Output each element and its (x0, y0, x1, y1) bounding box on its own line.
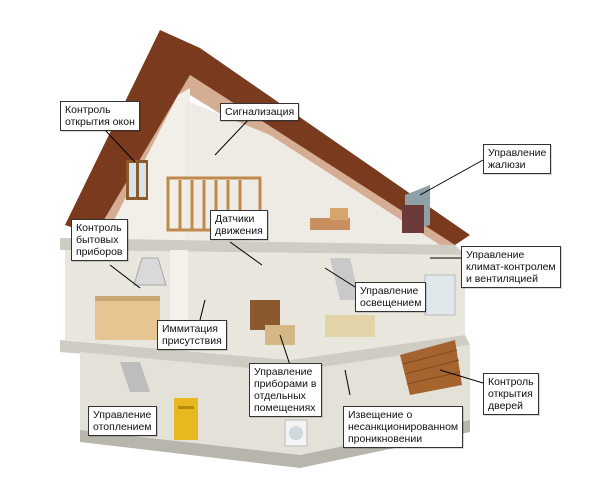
basement-stairs (120, 362, 150, 392)
leader-motion (229, 241, 263, 266)
label-lighting: Управление освещением (355, 282, 427, 312)
label-doors: Контроль открытия дверей (483, 373, 539, 415)
leader-blinds (419, 159, 484, 196)
kitchen-counter (95, 300, 160, 340)
label-alarm: Сигнализация (220, 103, 300, 121)
label-blinds: Управление жалюзи (483, 144, 552, 174)
leader-presence (199, 299, 206, 321)
leader-doors (439, 369, 484, 384)
leader-appliances (109, 264, 141, 289)
leader-window-control (104, 129, 136, 163)
label-window-control: Контроль открытия окон (60, 101, 140, 131)
label-appliances: Контроль бытовых приборов (71, 219, 128, 261)
roof (65, 30, 470, 245)
staircase (330, 258, 360, 300)
upper-floor-slab (60, 238, 465, 255)
attic-space (185, 100, 440, 245)
boiler (174, 398, 198, 440)
leader-intrusion (344, 369, 351, 396)
attic-bed (310, 218, 350, 230)
sofa (325, 315, 375, 337)
label-room-devices: Управление приборами в отдельных помещен… (249, 363, 322, 417)
leader-lighting (324, 267, 356, 288)
label-presence: Иммитация присутствия (157, 320, 227, 350)
label-intrusion: Извещение о несанкционированном проникно… (343, 406, 464, 448)
leader-alarm (214, 117, 251, 156)
attic-cabinet (402, 205, 424, 233)
middle-right-window (424, 274, 456, 316)
label-climate: Управление климат-контролем и вентиляцие… (461, 246, 561, 288)
kitchen-hood (133, 257, 167, 286)
leader-room-devices (279, 334, 291, 366)
label-motion-sensors: Датчики движения (210, 210, 268, 240)
label-heating: Управление отоплением (88, 406, 157, 436)
